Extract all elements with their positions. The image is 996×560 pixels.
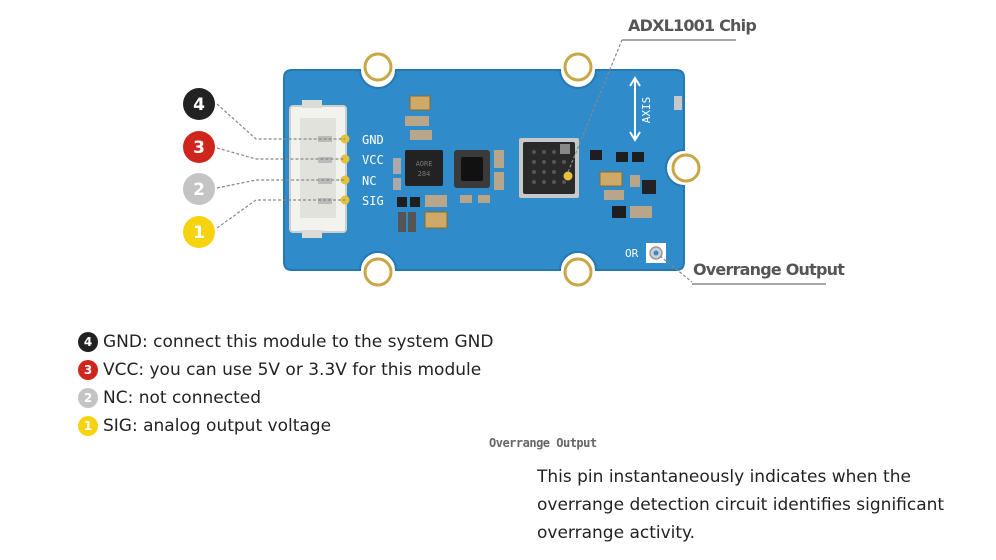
ic-marking-2: 284 xyxy=(418,170,431,178)
legend-badge-2: 2 xyxy=(78,388,98,408)
mounting-hole xyxy=(365,259,391,285)
pin-label-nc: NC xyxy=(362,174,376,188)
chip-callout-label: ADXL1001 Chip xyxy=(628,16,756,35)
or-label: OR xyxy=(625,247,639,260)
mounting-hole xyxy=(565,54,591,80)
pin-label-gnd: GND xyxy=(362,133,384,147)
ic-chip xyxy=(405,150,443,186)
pin-badge-4: 4 xyxy=(183,88,215,120)
legend-item-vcc: 3 VCC: you can use 5V or 3.3V for this m… xyxy=(78,356,493,384)
pin-badge-2: 2 xyxy=(183,173,215,205)
svg-text:1: 1 xyxy=(193,223,205,243)
legend-item-gnd: 4 GND: connect this module to the system… xyxy=(78,328,493,356)
ic-marking-1: AORE xyxy=(416,160,433,168)
axis-label: AXIS xyxy=(640,97,653,124)
mounting-hole xyxy=(365,54,391,80)
svg-text:3: 3 xyxy=(193,138,205,158)
legend-badge-1: 1 xyxy=(78,416,98,436)
legend-text-nc: NC: not connected xyxy=(103,388,261,408)
legend-text-gnd: GND: connect this module to the system G… xyxy=(103,332,493,352)
pin-label-vcc: VCC xyxy=(362,153,384,167)
pin-badge-1: 1 xyxy=(183,216,215,248)
pin-badge-3: 3 xyxy=(183,131,215,163)
adxl1001-chip xyxy=(519,138,579,198)
overrange-description: This pin instantaneously indicates when … xyxy=(537,463,957,547)
svg-text:2: 2 xyxy=(193,180,205,200)
pin-legend: 4 GND: connect this module to the system… xyxy=(78,328,493,440)
svg-text:4: 4 xyxy=(193,95,205,115)
legend-text-vcc: VCC: you can use 5V or 3.3V for this mod… xyxy=(103,360,481,380)
legend-item-sig: 1 SIG: analog output voltage xyxy=(78,412,493,440)
legend-badge-3: 3 xyxy=(78,360,98,380)
mounting-hole xyxy=(673,155,699,181)
legend-badge-4: 4 xyxy=(78,332,98,352)
grove-connector xyxy=(290,100,346,238)
legend-text-sig: SIG: analog output voltage xyxy=(103,416,331,436)
overrange-callout: Overrange Output xyxy=(660,256,845,284)
pin-label-sig: SIG xyxy=(362,194,384,208)
mounting-hole xyxy=(565,259,591,285)
overrange-heading: Overrange Output xyxy=(489,436,597,450)
overrange-callout-label: Overrange Output xyxy=(693,260,845,279)
legend-item-nc: 2 NC: not connected xyxy=(78,384,493,412)
